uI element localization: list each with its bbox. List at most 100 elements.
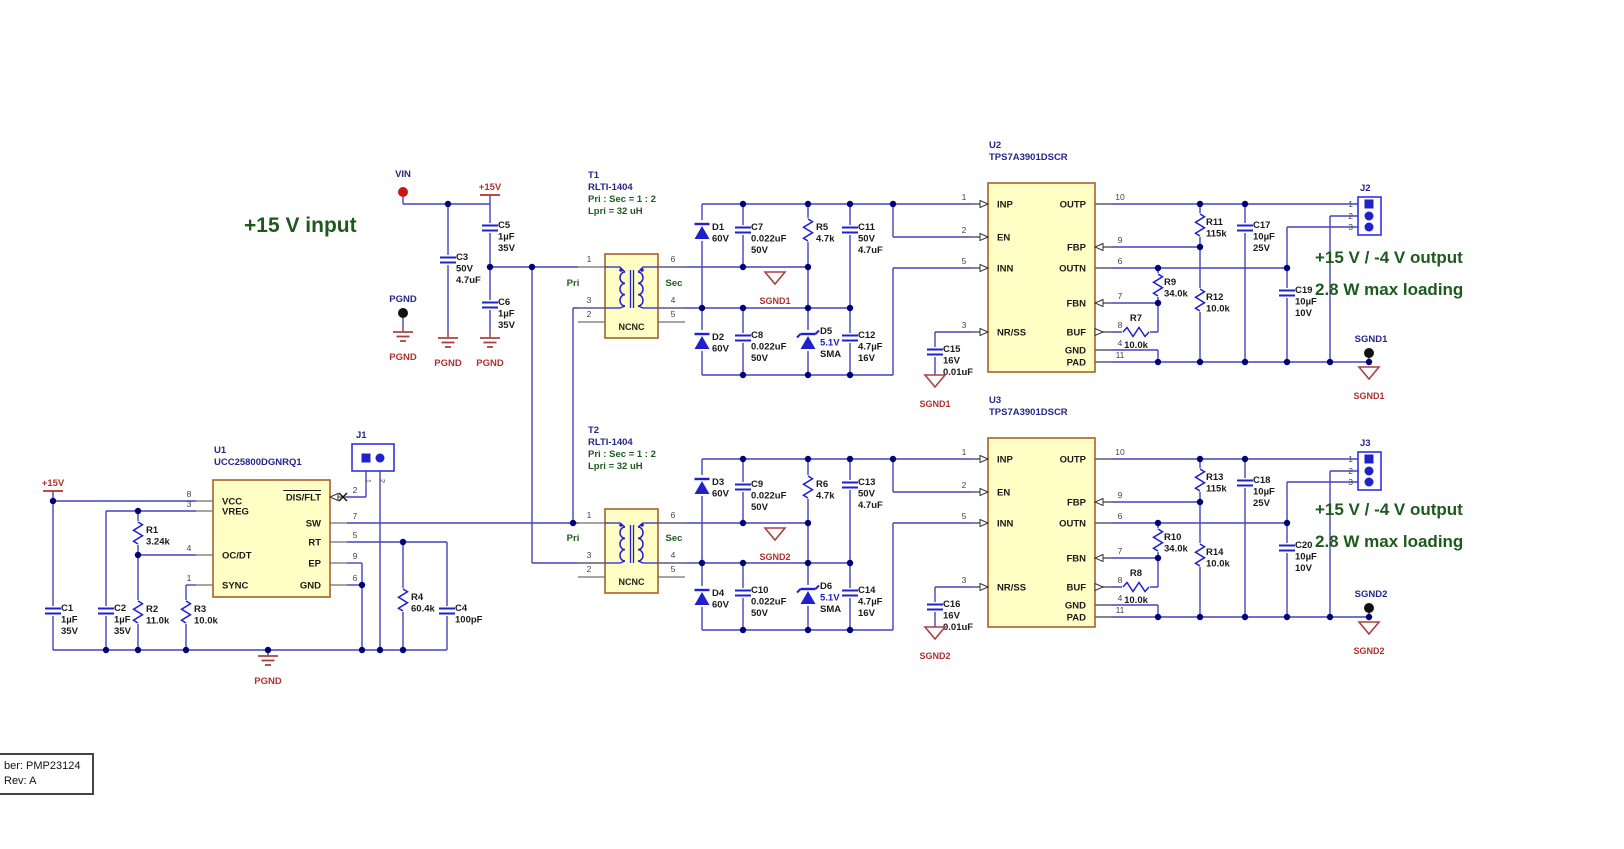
junction-dot [1154,519,1162,527]
junction-dot [846,304,854,312]
label: OUTN [1059,519,1086,530]
label: D5 [820,326,833,337]
label: D1 [712,222,725,233]
junction-dot [739,304,747,312]
label: VIN [395,169,411,180]
label: 16V [858,608,876,619]
label: 2 [1348,211,1353,221]
ic-body [987,437,1096,628]
label: Lpri = 32 uH [588,461,643,472]
label: C4 [455,603,468,614]
net-label-SGND2: SGND2 [1355,589,1387,613]
label: 1 [587,254,592,264]
ground-sgnd: SGND2 [759,527,791,562]
label: 115k [1206,484,1227,495]
ic-pins-U3: 1INP2EN5INN3NR/SS10OUTP9FBP6OUTN7FBN8BUF… [962,447,1125,624]
label: 4.7uF [858,500,883,511]
label: 35V [498,320,516,331]
secondary-coil [637,271,644,307]
pin-arrow [979,487,990,497]
label: NC [619,577,632,587]
ground-pgnd: PGND [434,332,462,369]
label: 11 [1116,350,1125,360]
resistor-zigzag [397,588,409,612]
junction-dot [846,559,854,567]
title-block-rev: Rev: A [4,775,37,787]
label: SGND1 [759,296,790,306]
label: VCC [222,497,242,508]
coil-lead [605,266,626,273]
label: SMA [820,604,841,615]
primary-coil [619,271,626,307]
junction-dot [804,263,812,271]
label: 0.022uF [751,234,787,245]
junction-dot [1196,200,1204,208]
resistor-zigzag [1152,273,1164,297]
coil-lead [637,266,658,273]
net-dot-red [398,187,408,197]
label: TPS7A3901DSCR [989,407,1068,418]
junction-dot [804,519,812,527]
wire-segment [814,329,820,335]
label: +15V [479,182,502,193]
net-label-PGND: PGND [389,294,417,318]
label: SGND2 [1353,646,1384,656]
label: C7 [751,222,763,233]
label: 5 [671,564,676,574]
diode-triangle [694,226,710,239]
label: OUTP [1060,200,1087,211]
label: 5 [962,511,967,521]
diode-triangle [694,336,710,349]
sgnd-triangle [763,527,787,542]
junction-dot [1196,243,1204,251]
label: 1 [962,447,967,457]
label: 35V [114,626,132,637]
resistor-zigzag [132,521,144,545]
label: 25V [1253,243,1271,254]
label: R11 [1206,217,1224,228]
label: C1 [61,603,74,614]
ground-sgnd: SGND2 [1353,621,1385,656]
label: 34.0k [1164,544,1188,555]
label: INP [997,455,1014,466]
pin-arrow [1093,497,1104,507]
junction-dot [1283,519,1291,527]
label: 3 [1348,477,1353,487]
resistor-zigzag [1152,528,1164,552]
coil-lead [605,522,626,528]
label: C10 [751,585,768,596]
label: 2 [587,564,592,574]
label: 2 [353,485,358,495]
junction-dot [1196,613,1204,621]
label: 5.1V [820,593,840,604]
label: SGND1 [919,399,950,409]
junction-dot [846,200,854,208]
junction-dot [1241,613,1249,621]
label: C12 [858,330,875,341]
net-label-SGND1: SGND1 [1355,334,1388,358]
coil-lead [605,560,626,564]
label: 50V [751,502,769,513]
sgnd-triangle [923,626,947,641]
sgnd-triangle [1357,621,1381,636]
label: 10V [1295,563,1313,574]
label: FBN [1066,554,1086,565]
junction-dot [804,559,812,567]
label: INN [997,264,1014,275]
label: PGND [434,358,462,369]
label: R5 [816,222,829,233]
symbol-backing [1236,223,1254,233]
pin-arrow [979,454,990,464]
